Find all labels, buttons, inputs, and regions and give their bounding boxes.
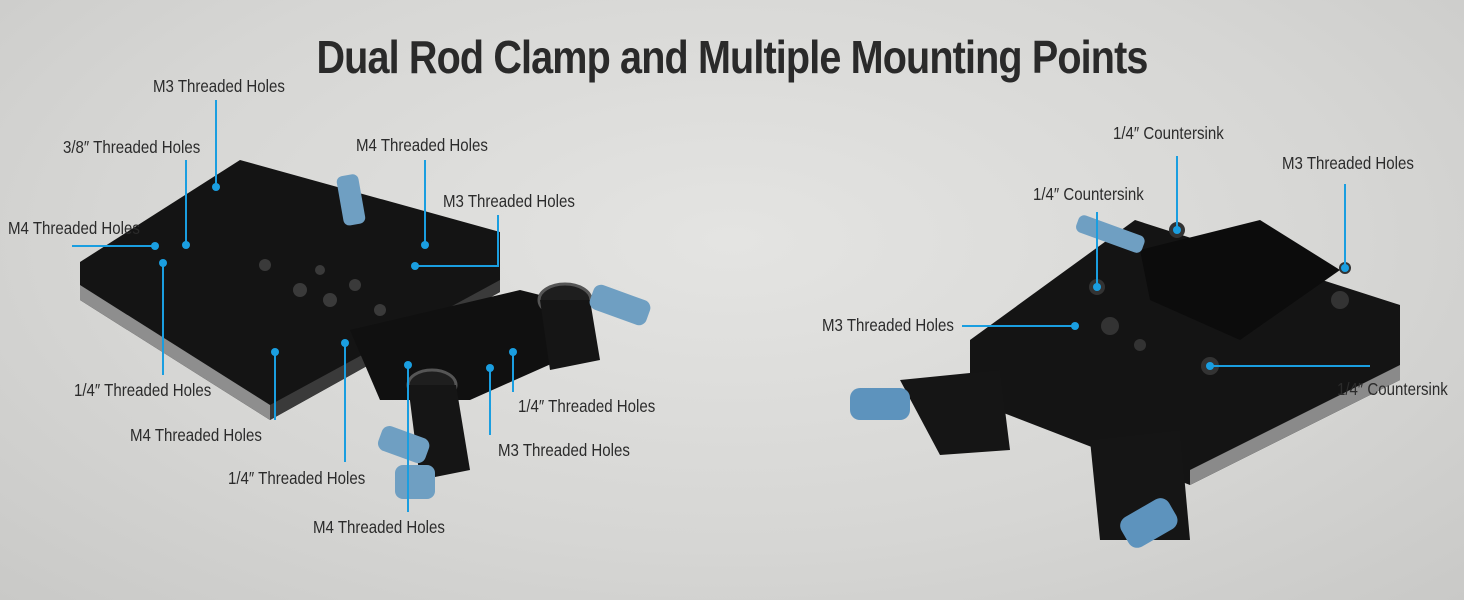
callout-label: M3 Threaded Holes [443, 191, 575, 211]
leader-lines [72, 100, 1370, 512]
callout-label: 1/4″ Threaded Holes [518, 396, 656, 416]
callout-label: M3 Threaded Holes [153, 76, 285, 96]
callout-label: M4 Threaded Holes [313, 517, 445, 537]
callout-label: M3 Threaded Holes [822, 315, 954, 335]
right-plate-product [850, 215, 1400, 548]
callout-label: 1/4″ Threaded Holes [74, 380, 212, 400]
callout-label: M4 Threaded Holes [130, 425, 262, 445]
callout-label: 1/4″ Countersink [1033, 184, 1144, 204]
callout-label: 1/4″ Threaded Holes [228, 468, 366, 488]
leader-dots [151, 183, 1349, 372]
page-title: Dual Rod Clamp and Multiple Mounting Poi… [316, 31, 1148, 83]
callout-label: M3 Threaded Holes [1282, 153, 1414, 173]
callout-label: M3 Threaded Holes [498, 440, 630, 460]
callout-label: M4 Threaded Holes [8, 218, 140, 238]
callout-label: 1/4″ Countersink [1337, 379, 1448, 399]
callout-label: 1/4″ Countersink [1113, 123, 1224, 143]
callout-label: 3/8″ Threaded Holes [63, 137, 201, 157]
callout-label: M4 Threaded Holes [356, 135, 488, 155]
